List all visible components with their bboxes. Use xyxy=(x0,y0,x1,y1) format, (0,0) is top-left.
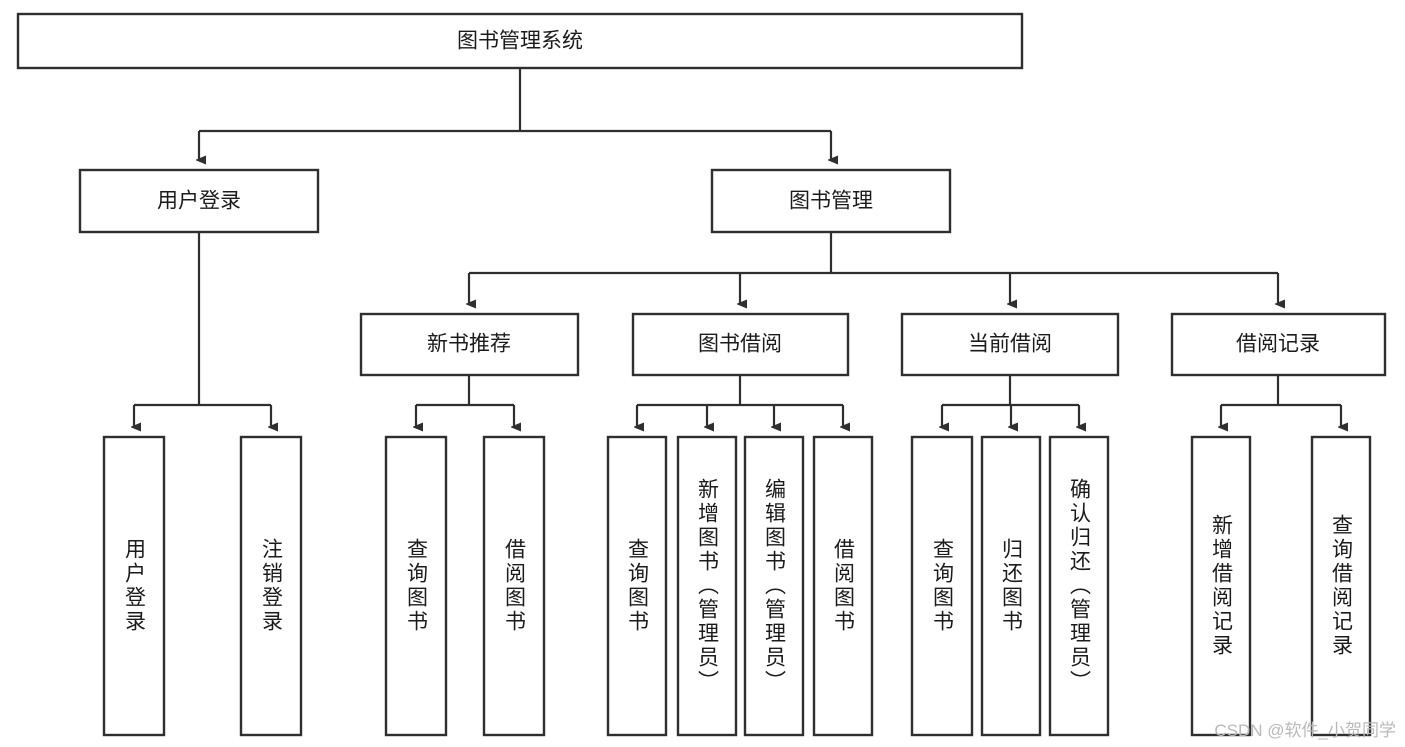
node-leaf-logout-box[interactable] xyxy=(239,435,303,737)
edge-group-book-management-to-level2 xyxy=(469,232,1278,304)
node-user-login-box[interactable] xyxy=(78,168,320,234)
node-leaf-edit-book[interactable]: 编辑图书（管理员） xyxy=(743,435,805,737)
node-leaf-add-book[interactable]: 新增图书（管理员） xyxy=(676,435,738,737)
node-book-management-label: 图书管理 xyxy=(789,190,873,213)
node-current-borrow-label: 当前借阅 xyxy=(968,333,1052,356)
node-leaf-add-borrow-record-box[interactable] xyxy=(1190,435,1252,737)
node-leaf-return-book-label: 归还图书 xyxy=(1000,538,1024,634)
node-leaf-add-book-box[interactable] xyxy=(676,435,738,737)
node-leaf-logout[interactable]: 注销登录 xyxy=(239,435,303,737)
node-leaf-add-book-label: 新增图书（管理员） xyxy=(696,478,720,694)
node-leaf-return-book[interactable]: 归还图书 xyxy=(980,435,1042,737)
node-leaf-user-login-label: 用户登录 xyxy=(123,538,147,634)
node-borrow-record-label: 借阅记录 xyxy=(1236,333,1320,356)
node-current-borrow[interactable]: 当前借阅 xyxy=(900,312,1120,377)
node-borrow-record-box[interactable] xyxy=(1170,312,1387,377)
node-leaf-confirm-return-box[interactable] xyxy=(1048,435,1110,737)
edge-group-current-borrow-to-leaves xyxy=(942,375,1079,427)
node-leaf-borrow-book-label: 借阅图书 xyxy=(832,538,856,634)
node-book-borrow[interactable]: 图书借阅 xyxy=(631,312,850,377)
node-leaf-borrow-book-box[interactable] xyxy=(812,435,874,737)
node-user-login-label: 用户登录 xyxy=(157,190,241,213)
edge-group-book-borrow-to-leaves xyxy=(637,375,843,427)
edge-group-root-to-level1 xyxy=(199,68,831,160)
node-leaf-user-login-box[interactable] xyxy=(102,435,166,737)
node-leaf-query-book-recommend-label: 查询图书 xyxy=(405,538,429,634)
node-leaf-confirm-return-label: 确认归还（管理员） xyxy=(1068,478,1092,694)
node-leaf-query-borrow-record-box[interactable] xyxy=(1310,435,1372,737)
node-leaf-add-borrow-record[interactable]: 新增借阅记录 xyxy=(1190,435,1252,737)
node-borrow-record[interactable]: 借阅记录 xyxy=(1170,312,1387,377)
node-new-book-recommend-label: 新书推荐 xyxy=(427,333,511,356)
node-leaf-query-book-recommend-box[interactable] xyxy=(384,435,448,737)
node-user-login[interactable]: 用户登录 xyxy=(78,168,320,234)
edge-group-user-login-to-leaves xyxy=(134,232,271,427)
node-book-management[interactable]: 图书管理 xyxy=(710,168,952,234)
node-leaf-query-book-current-label: 查询图书 xyxy=(931,538,955,634)
node-leaf-query-book-current-box[interactable] xyxy=(910,435,974,737)
node-leaf-logout-label: 注销登录 xyxy=(260,538,284,634)
node-leaf-borrow-book-recommend[interactable]: 借阅图书 xyxy=(482,435,546,737)
node-book-management-box[interactable] xyxy=(710,168,952,234)
edge-group-new-book-recommend-to-leaves xyxy=(416,375,514,427)
node-new-book-recommend-box[interactable] xyxy=(359,312,580,377)
node-leaf-add-borrow-record-label: 新增借阅记录 xyxy=(1210,514,1234,658)
node-leaf-query-book-current[interactable]: 查询图书 xyxy=(910,435,974,737)
node-current-borrow-box[interactable] xyxy=(900,312,1120,377)
node-book-borrow-label: 图书借阅 xyxy=(698,333,782,356)
node-leaf-return-book-box[interactable] xyxy=(980,435,1042,737)
node-leaf-borrow-book-recommend-label: 借阅图书 xyxy=(503,538,527,634)
node-leaf-query-book-borrow-box[interactable] xyxy=(606,435,668,737)
node-root-label: 图书管理系统 xyxy=(457,30,583,53)
node-leaf-query-borrow-record-label: 查询借阅记录 xyxy=(1330,514,1354,658)
node-leaf-borrow-book-recommend-box[interactable] xyxy=(482,435,546,737)
node-new-book-recommend[interactable]: 新书推荐 xyxy=(359,312,580,377)
edge-group-borrow-record-to-leaves xyxy=(1221,375,1341,427)
node-leaf-query-book-borrow-label: 查询图书 xyxy=(626,538,650,634)
node-leaf-user-login[interactable]: 用户登录 xyxy=(102,435,166,737)
node-root-box[interactable] xyxy=(16,12,1024,70)
node-leaf-borrow-book[interactable]: 借阅图书 xyxy=(812,435,874,737)
node-leaf-query-book-recommend[interactable]: 查询图书 xyxy=(384,435,448,737)
node-leaf-query-book-borrow[interactable]: 查询图书 xyxy=(606,435,668,737)
node-root[interactable]: 图书管理系统 xyxy=(16,12,1024,70)
node-leaf-edit-book-label: 编辑图书（管理员） xyxy=(763,478,787,694)
node-leaf-query-borrow-record[interactable]: 查询借阅记录 xyxy=(1310,435,1372,737)
node-leaf-confirm-return[interactable]: 确认归还（管理员） xyxy=(1048,435,1110,737)
node-leaf-edit-book-box[interactable] xyxy=(743,435,805,737)
node-book-borrow-box[interactable] xyxy=(631,312,850,377)
